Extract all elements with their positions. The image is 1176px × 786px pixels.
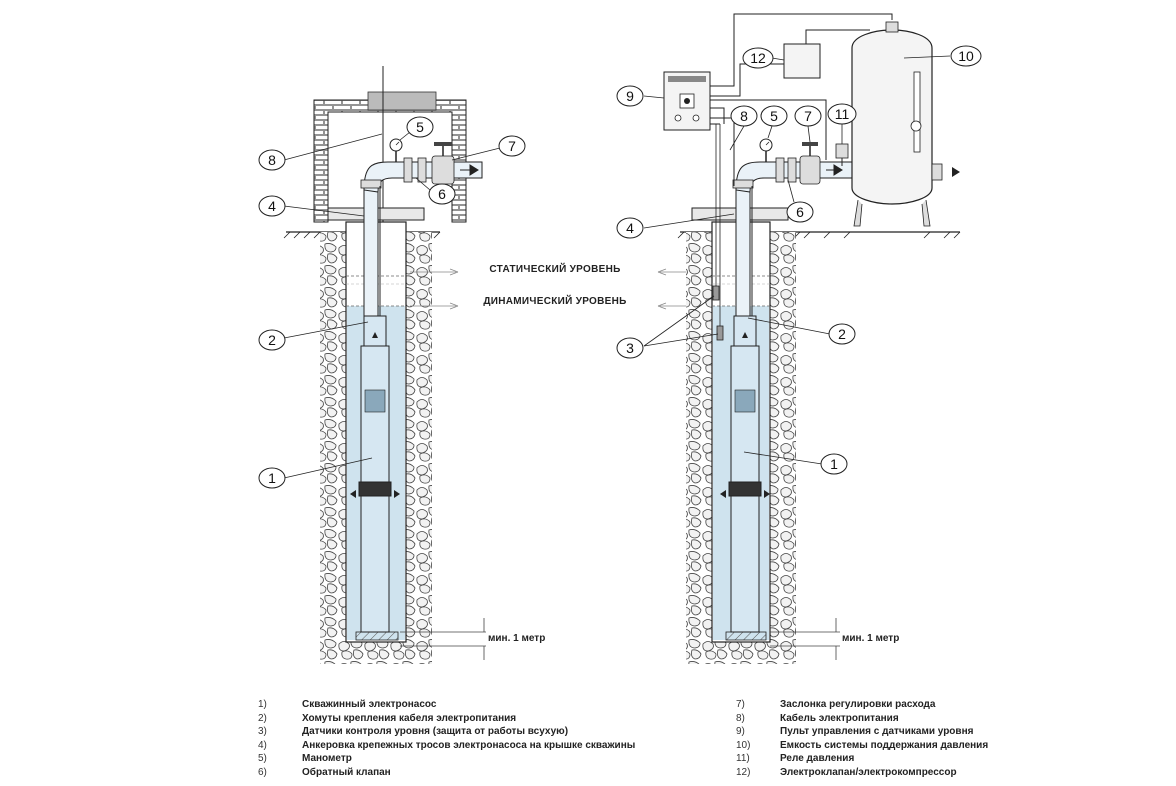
- callout-4-right: 4: [616, 213, 735, 239]
- svg-text:7: 7: [508, 138, 516, 154]
- legend-item: 5)Манометр: [258, 753, 352, 764]
- legend-item: 9)Пульт управления с датчиками уровня: [736, 726, 974, 737]
- callout-6-right: 6: [786, 179, 814, 223]
- legend-right: 7)Заслонка регулировки расхода 8)Кабель …: [736, 698, 988, 779]
- electrovalve-box-icon: [783, 43, 821, 79]
- callout-7-left: 7: [451, 135, 526, 161]
- legend-item: 8)Кабель электропитания: [736, 712, 899, 724]
- min-depth-label-left: мин. 1 метр: [488, 633, 545, 644]
- legend-item: 11)Реле давления: [736, 753, 855, 764]
- gravel-bottom: [320, 640, 432, 664]
- min-depth-marker-right: [770, 618, 840, 660]
- svg-text:4: 4: [626, 220, 634, 236]
- callout-9-right: 9: [616, 85, 665, 107]
- legend-left: 1)Скважинный электронасос 2)Хомуты крепл…: [258, 698, 635, 779]
- legend-item: 4)Анкеровка крепежных тросов электронасо…: [258, 739, 636, 751]
- svg-text:1: 1: [830, 456, 838, 472]
- riser-pipe-right: [735, 185, 751, 317]
- left-well-installation: мин. 1 метр 1 2 4 8 5: [258, 66, 545, 664]
- callout-2-left: 2: [258, 321, 369, 351]
- svg-text:10: 10: [958, 48, 974, 64]
- svg-text:3: 3: [626, 340, 634, 356]
- callout-8-right: 8: [729, 105, 758, 151]
- callout-2-right: 2: [747, 317, 856, 345]
- control-panel-icon: [663, 71, 711, 131]
- min-depth-label-right: мин. 1 метр: [842, 633, 899, 644]
- check-valve-right-icon: [775, 157, 797, 183]
- svg-text:1: 1: [268, 470, 276, 486]
- svg-text:5: 5: [770, 108, 778, 124]
- submersible-pump-left: [350, 315, 400, 633]
- static-level-label: СТАТИЧЕСКИЙ УРОВЕНЬ: [489, 262, 620, 275]
- callout-10-right: 10: [903, 45, 982, 67]
- svg-text:2: 2: [268, 332, 276, 348]
- callout-5-left: 5: [399, 116, 434, 141]
- right-well-installation: мин. 1 метр: [616, 13, 982, 664]
- callout-7-right: 7: [794, 105, 822, 143]
- svg-text:11: 11: [835, 106, 850, 122]
- callout-1-right: 1: [743, 451, 848, 475]
- svg-text:5: 5: [416, 119, 424, 135]
- callout-12-right: 12: [742, 47, 785, 69]
- callout-3-right: 3: [616, 295, 719, 359]
- dynamic-level-label: ДИНАМИЧЕСКИЙ УРОВЕНЬ: [483, 294, 626, 307]
- callout-11-right: 11: [827, 103, 857, 144]
- legend-item: 10)Емкость системы поддержания давления: [736, 739, 989, 751]
- gravel-left-outer: [320, 232, 346, 660]
- callout-6-left: 6: [415, 177, 456, 205]
- svg-text:9: 9: [626, 88, 634, 104]
- riser-pipe-left: [363, 185, 379, 317]
- pressure-tank-icon: [846, 21, 960, 227]
- gravel-right-outer-r: [770, 232, 796, 660]
- svg-text:8: 8: [740, 108, 748, 124]
- manometer-right-icon: [759, 138, 773, 162]
- svg-text:12: 12: [750, 50, 766, 66]
- well-bottom-filter-left: [355, 631, 399, 641]
- legend-item: 7)Заслонка регулировки расхода: [736, 699, 936, 710]
- svg-text:7: 7: [804, 108, 812, 124]
- submersible-pump-right: [720, 315, 770, 633]
- svg-text:6: 6: [438, 186, 446, 202]
- gravel-left-outer-r: [686, 232, 712, 660]
- legend-item: 2)Хомуты крепления кабеля электропитания: [258, 712, 517, 724]
- legend-item: 3)Датчики контроля уровня (защита от раб…: [258, 726, 569, 737]
- gravel-bottom-r: [686, 640, 796, 664]
- callout-5-right: 5: [760, 105, 788, 139]
- legend-item: 1)Скважинный электронасос: [258, 699, 437, 710]
- svg-text:6: 6: [796, 204, 804, 220]
- level-sensors-icon: [712, 124, 724, 341]
- callout-8-left: 8: [258, 133, 383, 171]
- well-bottom-filter-right: [725, 631, 767, 641]
- svg-text:4: 4: [268, 198, 276, 214]
- flow-arrow-right-icon: [826, 164, 843, 176]
- brick-chamber: [313, 66, 467, 223]
- check-valve-left-icon: [403, 157, 427, 183]
- gate-valve-left-icon: [431, 142, 455, 185]
- svg-text:8: 8: [268, 152, 276, 168]
- svg-text:2: 2: [838, 326, 846, 342]
- legend-item: 6)Обратный клапан: [258, 766, 391, 778]
- gate-valve-right-icon: [799, 142, 821, 185]
- callout-4-left: 4: [258, 195, 365, 217]
- gravel-right-outer: [406, 232, 432, 660]
- callout-1-left: 1: [258, 457, 373, 489]
- flow-arrow-left-icon: [460, 164, 479, 176]
- manometer-left-icon: [389, 138, 403, 162]
- min-depth-marker-left: [400, 618, 486, 660]
- legend-item: 12)Электроклапан/электрокомпрессор: [736, 766, 957, 778]
